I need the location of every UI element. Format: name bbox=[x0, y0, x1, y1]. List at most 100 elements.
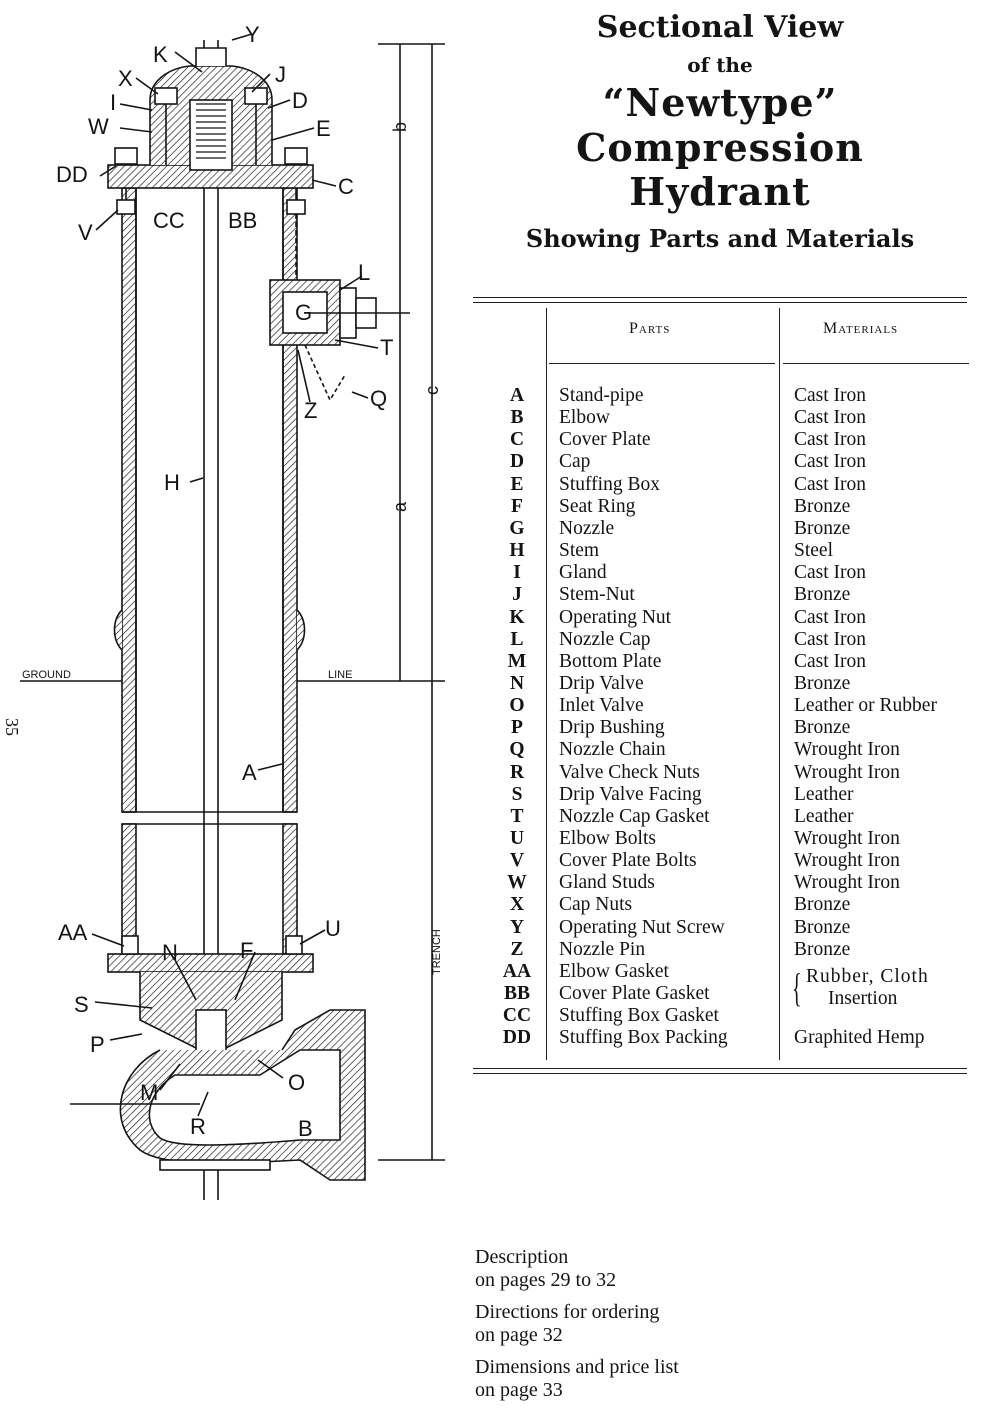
rubber-cloth-insertion-note: { Rubber, Cloth Insertion bbox=[792, 966, 929, 1010]
header-underline-materials bbox=[783, 363, 969, 364]
dimensions-line-2: on page 33 bbox=[475, 1379, 563, 1401]
part-letter: J bbox=[512, 584, 522, 606]
label-cc: CC bbox=[153, 208, 185, 233]
part-name: Stem-Nut bbox=[559, 584, 635, 606]
label-m: M bbox=[140, 1080, 158, 1105]
dimensions-line-1: Dimensions and price list bbox=[475, 1356, 679, 1378]
part-name: Elbow bbox=[559, 407, 610, 429]
part-name: Cover Plate Gasket bbox=[559, 983, 710, 1005]
part-name: Stuffing Box bbox=[559, 473, 660, 495]
ground-label: GROUND bbox=[22, 669, 71, 681]
title-newtype: “Newtype” bbox=[602, 80, 838, 125]
label-p: P bbox=[90, 1032, 105, 1057]
part-material: Bronze bbox=[794, 717, 851, 739]
part-name: Cap bbox=[559, 451, 591, 473]
part-name: Nozzle bbox=[559, 517, 615, 539]
label-s: S bbox=[74, 992, 89, 1017]
dim-b-label: b bbox=[390, 122, 410, 132]
label-f: F bbox=[240, 938, 253, 963]
part-letter: U bbox=[509, 828, 525, 849]
description-line-2: on pages 29 to 32 bbox=[475, 1269, 617, 1291]
label-d: D bbox=[292, 88, 308, 113]
table-bottom-rule-2 bbox=[473, 1073, 967, 1074]
part-name: Bottom Plate bbox=[559, 650, 662, 672]
label-q: Q bbox=[370, 386, 387, 411]
part-letter: D bbox=[509, 451, 525, 473]
part-name: Valve Check Nuts bbox=[559, 761, 700, 783]
label-v: V bbox=[78, 220, 93, 245]
page-number: 35 bbox=[2, 718, 22, 736]
part-letter: F bbox=[511, 495, 523, 517]
part-name: Cap Nuts bbox=[559, 894, 633, 916]
line-label: LINE bbox=[328, 669, 352, 681]
table-row: N Drip Valve Bronze bbox=[476, 673, 976, 695]
part-material: Wrought Iron bbox=[794, 761, 900, 783]
part-letter: Q bbox=[509, 739, 525, 761]
part-material: Cast Iron bbox=[794, 606, 867, 628]
dimensions-note: Dimensions and price list on page 33 bbox=[475, 1356, 679, 1402]
part-material: Bronze bbox=[794, 495, 851, 517]
part-material: Wrought Iron bbox=[794, 739, 900, 761]
part-name: Drip Valve bbox=[559, 672, 644, 694]
part-letter: O bbox=[509, 695, 525, 717]
part-letter: N bbox=[509, 672, 525, 694]
part-material: Bronze bbox=[794, 916, 851, 938]
label-t: T bbox=[380, 335, 393, 360]
hydrant-sectional-drawing: K Y X J I D W E DD C V CC BB L G T Q Z H… bbox=[20, 22, 445, 1200]
title-compression: Compression bbox=[576, 125, 864, 170]
label-c: C bbox=[338, 174, 354, 199]
part-material: Bronze bbox=[794, 672, 851, 694]
part-name: Stuffing Box Packing bbox=[559, 1027, 728, 1049]
part-letter: AA bbox=[502, 960, 532, 982]
label-i: I bbox=[110, 90, 116, 115]
label-z: Z bbox=[304, 398, 317, 423]
part-letter: E bbox=[510, 473, 524, 495]
part-name: Operating Nut Screw bbox=[559, 916, 725, 938]
table-top-rule-2 bbox=[473, 302, 967, 303]
part-material: Bronze bbox=[794, 894, 851, 916]
part-material: Cast Iron bbox=[794, 429, 867, 451]
table-row: R Valve Check Nuts Wrought Iron bbox=[476, 762, 976, 784]
table-row: D Cap Cast Iron bbox=[476, 451, 976, 473]
part-name: Nozzle Chain bbox=[559, 739, 666, 761]
part-name: Cover Plate bbox=[559, 429, 651, 451]
part-name: Inlet Valve bbox=[559, 695, 644, 717]
part-material: Bronze bbox=[794, 938, 851, 960]
directions-line-2: on page 32 bbox=[475, 1324, 563, 1346]
header-underline-parts bbox=[549, 363, 775, 364]
directions-line-1: Directions for ordering bbox=[475, 1301, 660, 1323]
label-h: H bbox=[164, 470, 180, 495]
part-name: Gland Studs bbox=[559, 872, 655, 894]
part-letter: M bbox=[507, 650, 527, 672]
label-b: B bbox=[298, 1116, 313, 1141]
part-name: Nozzle Cap Gasket bbox=[559, 805, 710, 827]
column-header-materials: Materials bbox=[823, 320, 899, 337]
part-letter: A bbox=[509, 385, 525, 406]
part-letter: T bbox=[510, 805, 524, 827]
part-material: Wrought Iron bbox=[794, 850, 900, 872]
label-l: L bbox=[358, 260, 370, 285]
part-material: Cast Iron bbox=[794, 451, 867, 473]
title-hydrant: Hydrant bbox=[629, 169, 811, 214]
part-material: Wrought Iron bbox=[794, 872, 900, 894]
label-dd: DD bbox=[56, 162, 88, 187]
brace-icon: { bbox=[792, 965, 802, 1010]
part-letter: R bbox=[509, 761, 525, 783]
part-material: Cast Iron bbox=[794, 628, 867, 650]
part-letter: H bbox=[509, 540, 525, 562]
part-material: Bronze bbox=[794, 584, 851, 606]
description-note: Description on pages 29 to 32 bbox=[475, 1246, 616, 1292]
